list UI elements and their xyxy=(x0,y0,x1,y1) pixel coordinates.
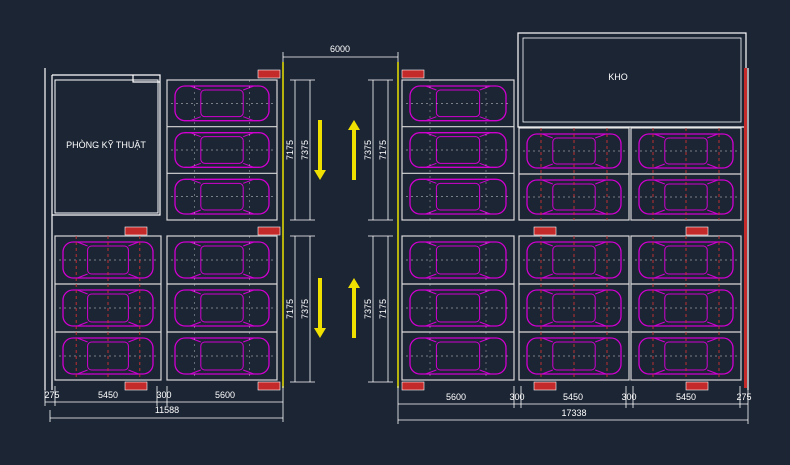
right-seg-6: 275 xyxy=(736,392,751,402)
dim-left-bottom-b: 7375 xyxy=(300,299,310,319)
control-panel xyxy=(401,69,425,79)
left-total: 11588 xyxy=(155,405,179,415)
technical-room-label: PHÒNG KỸ THUẬT xyxy=(66,140,146,150)
right-seg-2: 300 xyxy=(509,392,524,402)
control-panel xyxy=(685,226,709,236)
right-seg-3: 5450 xyxy=(563,392,583,402)
control-panel xyxy=(401,381,425,391)
control-panel xyxy=(685,381,709,391)
bottom-dimension-labels: 275 5450 300 5600 11588 5600 300 5450 30… xyxy=(44,390,751,418)
left-seg-3: 300 xyxy=(156,390,171,400)
dim-right-top-b: 7175 xyxy=(378,140,388,160)
control-panel xyxy=(257,381,281,391)
control-panel xyxy=(533,226,557,236)
lift-column xyxy=(54,235,162,381)
right-total: 17338 xyxy=(561,408,586,418)
arrow-left-bottom-down xyxy=(314,278,326,338)
lift-column xyxy=(166,235,278,381)
control-panel xyxy=(124,226,148,236)
left-seg-4: 5600 xyxy=(215,390,235,400)
arrow-right-top-up xyxy=(348,120,360,180)
right-seg-4: 300 xyxy=(621,392,636,402)
technical-room: PHÒNG KỸ THUẬT xyxy=(54,79,159,214)
car-symbol xyxy=(174,85,270,122)
lift-column xyxy=(518,235,630,381)
right-seg-1: 5600 xyxy=(446,392,466,402)
dim-right-bottom-b: 7175 xyxy=(378,299,388,319)
storage-room-label: KHO xyxy=(608,72,628,82)
control-panel xyxy=(257,69,281,79)
lift-column xyxy=(166,79,278,221)
car-symbol xyxy=(174,241,270,279)
lift-column xyxy=(518,127,630,221)
aisle-width-label: 6000 xyxy=(330,44,350,54)
lift-column xyxy=(401,79,515,221)
control-panel xyxy=(257,226,281,236)
driving-aisle: 6000 xyxy=(282,44,399,388)
control-panel xyxy=(533,381,557,391)
dim-right-top-a: 7375 xyxy=(363,140,373,160)
arrow-left-top-down xyxy=(314,120,326,180)
right-seg-5: 5450 xyxy=(676,392,696,402)
lift-column xyxy=(630,127,742,221)
car-symbol xyxy=(174,178,270,215)
vertical-dimension-labels: 7175 7375 7175 7375 7375 7175 7375 7175 xyxy=(285,140,388,319)
bottom-dimension-lines xyxy=(44,386,749,424)
parking-lift-blocks xyxy=(54,69,742,391)
dim-left-bottom-a: 7175 xyxy=(285,299,295,319)
right-wall-strip xyxy=(744,68,747,388)
dim-left-top-b: 7375 xyxy=(300,140,310,160)
arrow-right-bottom-up xyxy=(348,278,360,338)
left-seg-1: 275 xyxy=(44,390,59,400)
left-seg-2: 5450 xyxy=(98,390,118,400)
car-symbol xyxy=(174,289,270,327)
vertical-dimensions xyxy=(290,79,393,383)
traffic-arrows xyxy=(314,120,360,338)
car-symbol xyxy=(174,337,270,375)
control-panel xyxy=(124,381,148,391)
car-symbol xyxy=(174,132,270,168)
dim-right-bottom-a: 7375 xyxy=(363,299,373,319)
outer-walls xyxy=(44,68,749,390)
lift-column xyxy=(630,235,742,381)
lift-column xyxy=(401,235,515,381)
dim-left-top-a: 7175 xyxy=(285,140,295,160)
